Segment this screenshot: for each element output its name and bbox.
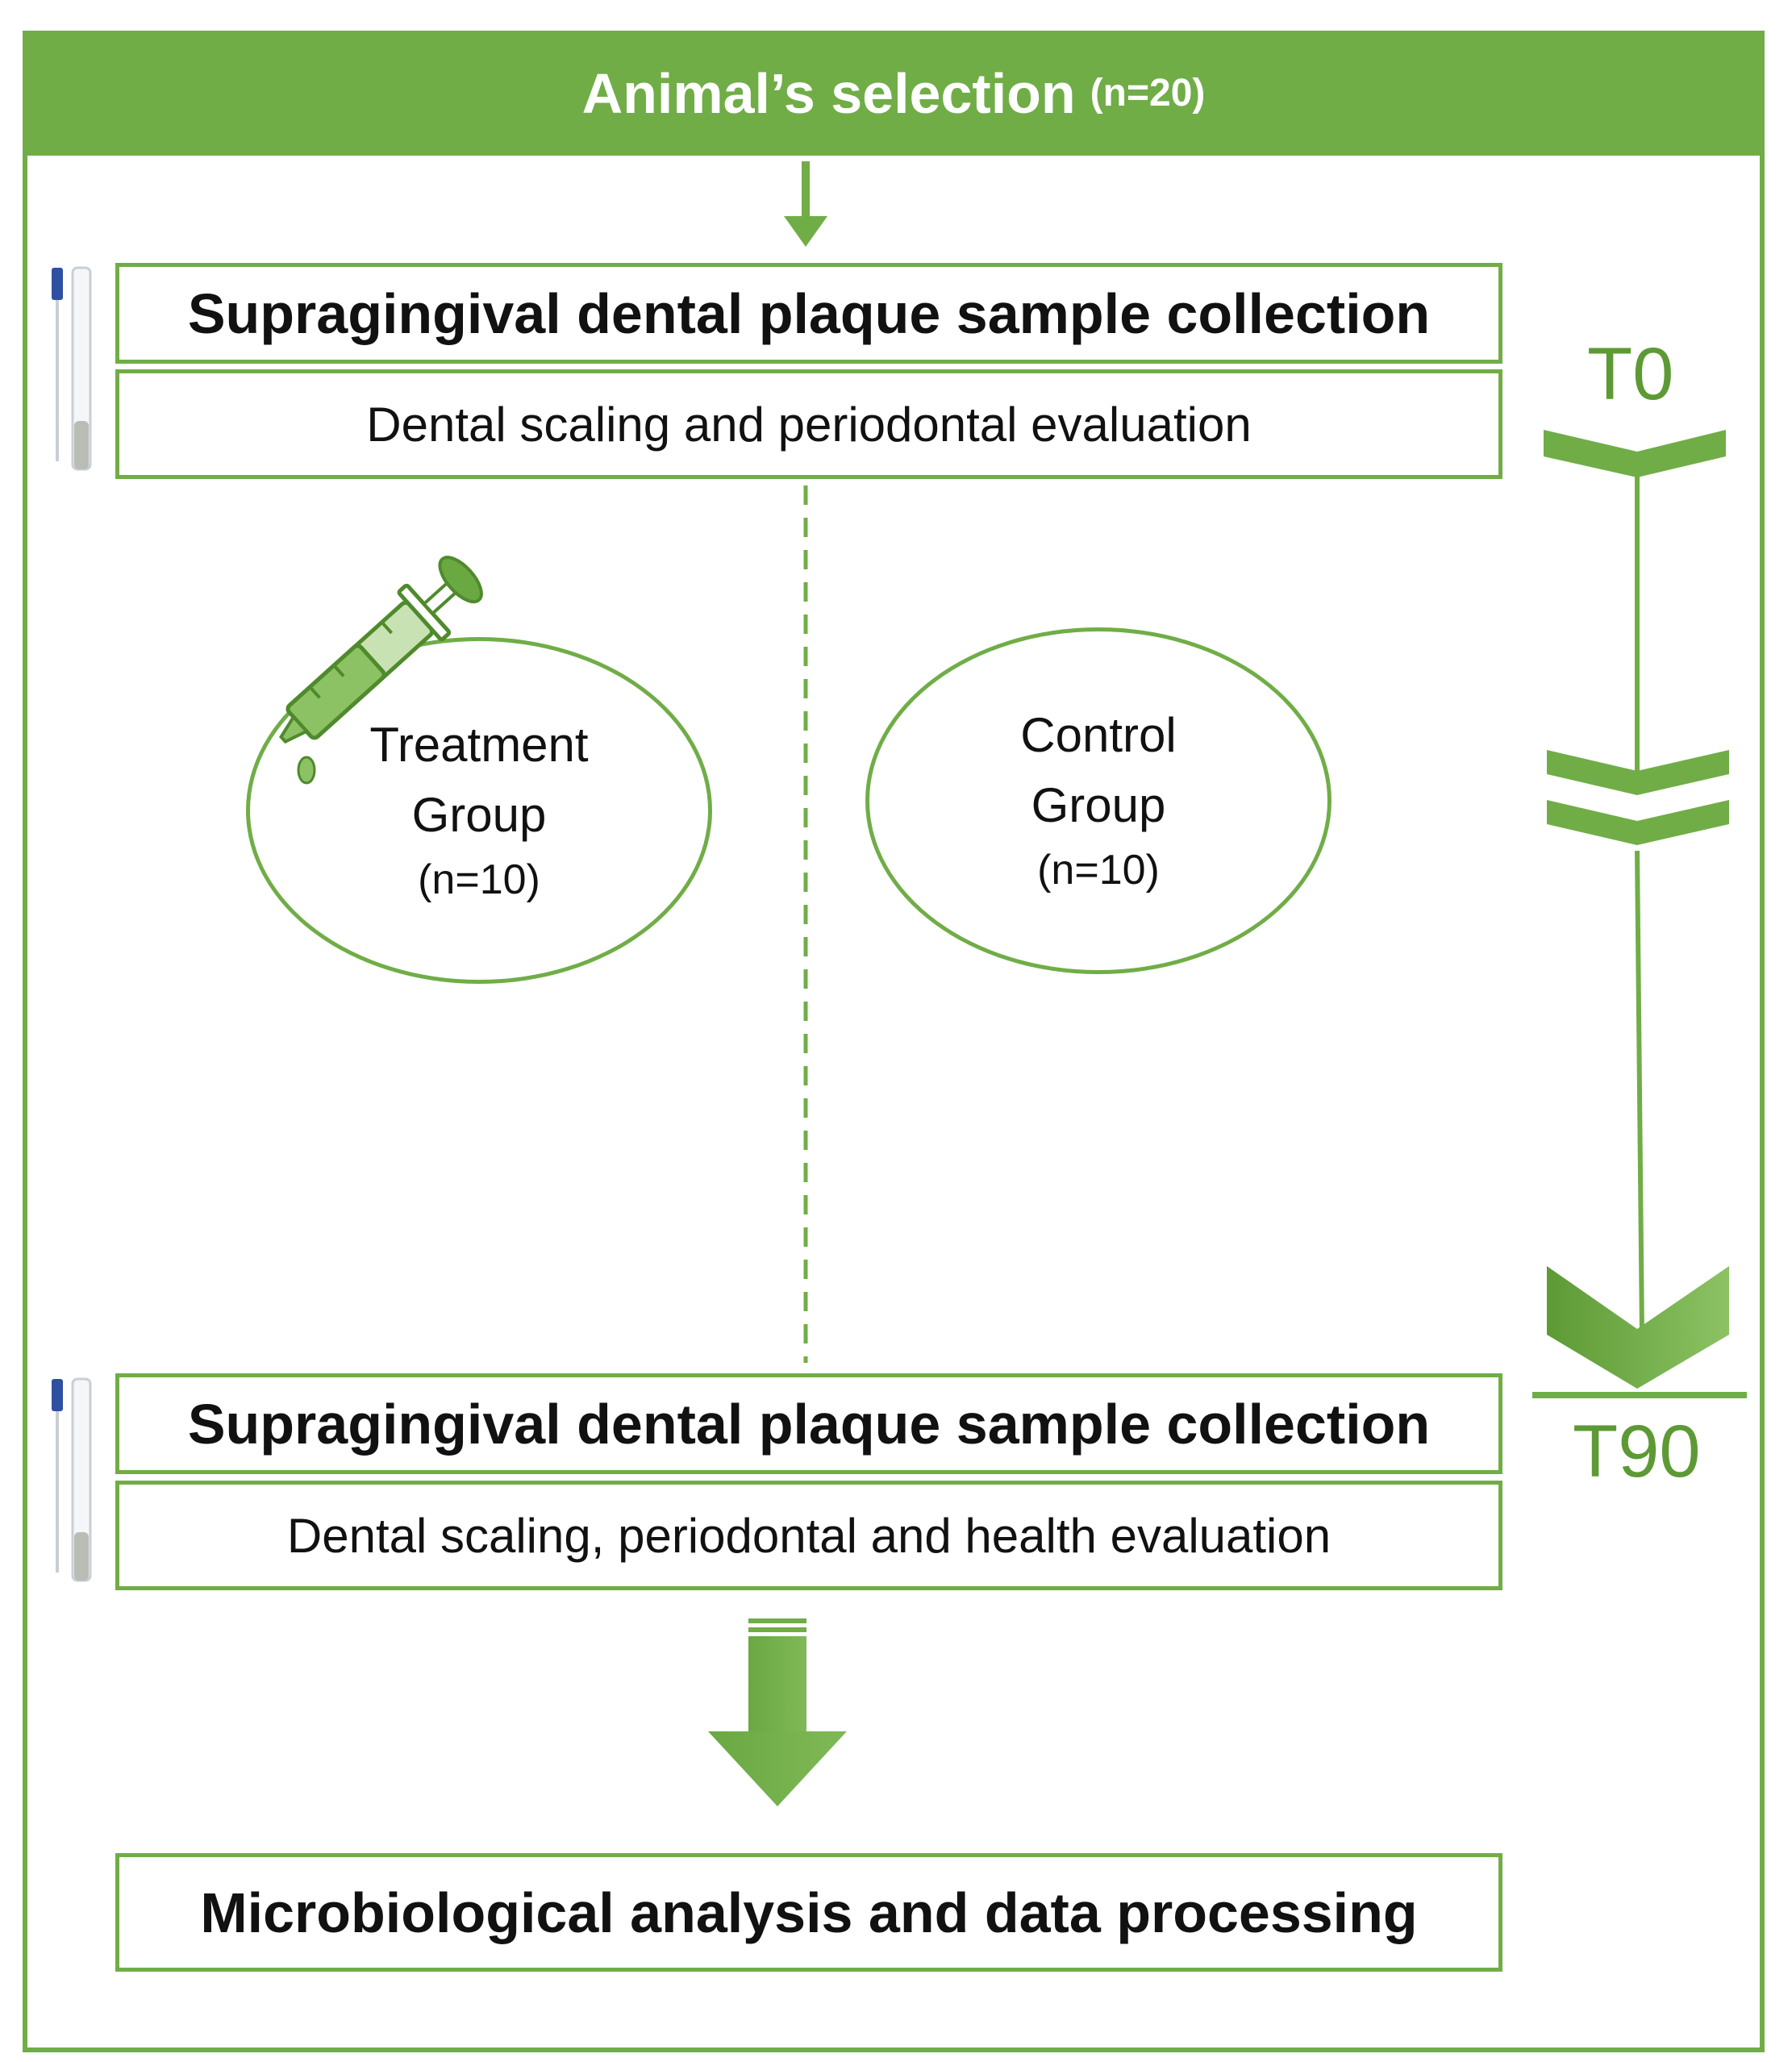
- step2-evaluation-box: Dental scaling, periodontal and health e…: [115, 1481, 1502, 1590]
- swab-tube-icon: [52, 266, 92, 471]
- timeline-break-chevron-lower: [1547, 800, 1729, 845]
- step2-collection-box: Supragingival dental plaque sample colle…: [115, 1373, 1502, 1474]
- syringe-drop-icon: [297, 756, 316, 785]
- final-analysis-box: Microbiological analysis and data proces…: [115, 1853, 1502, 1972]
- step2-collection-label: Supragingival dental plaque sample colle…: [187, 1392, 1431, 1456]
- treatment-group-line1: Treatment: [369, 718, 589, 773]
- control-group-oval: Control Group (n=10): [865, 627, 1331, 974]
- timeline-end-arrowhead: [1547, 1266, 1729, 1389]
- syringe-icon: [279, 556, 483, 744]
- step1-collection-box: Supragingival dental plaque sample colle…: [115, 263, 1502, 364]
- swab-tube-icon: [52, 1377, 92, 1582]
- timeline: [1532, 430, 1747, 1398]
- down-arrow-bottom: [708, 1618, 847, 1806]
- treatment-group-count: (n=10): [418, 856, 540, 904]
- control-group-line2: Group: [1031, 778, 1166, 833]
- timeline-break-chevron-upper: [1547, 750, 1729, 795]
- timeline-start-chevron: [1544, 430, 1726, 477]
- treatment-group-line2: Group: [411, 788, 547, 843]
- control-group-count: (n=10): [1037, 847, 1160, 894]
- treatment-group-oval: Treatment Group (n=10): [246, 637, 712, 984]
- timeline-end-marker: [1532, 1392, 1747, 1398]
- step1-evaluation-box: Dental scaling and periodontal evaluatio…: [115, 369, 1502, 479]
- header-title: Animal’s selection: [581, 61, 1076, 125]
- final-analysis-label: Microbiological analysis and data proces…: [200, 1881, 1418, 1944]
- down-arrow-top: [784, 161, 827, 247]
- header-count: (n=20): [1090, 72, 1206, 115]
- timeline-start-label: T0: [1587, 333, 1674, 415]
- step1-evaluation-label: Dental scaling and periodontal evaluatio…: [366, 397, 1252, 452]
- step2-evaluation-label: Dental scaling, periodontal and health e…: [286, 1508, 1331, 1563]
- timeline-end-label: T90: [1573, 1410, 1701, 1493]
- control-group-line1: Control: [1020, 708, 1177, 763]
- header-bar: Animal’s selection (n=20): [23, 31, 1765, 156]
- step1-collection-label: Supragingival dental plaque sample colle…: [187, 281, 1431, 345]
